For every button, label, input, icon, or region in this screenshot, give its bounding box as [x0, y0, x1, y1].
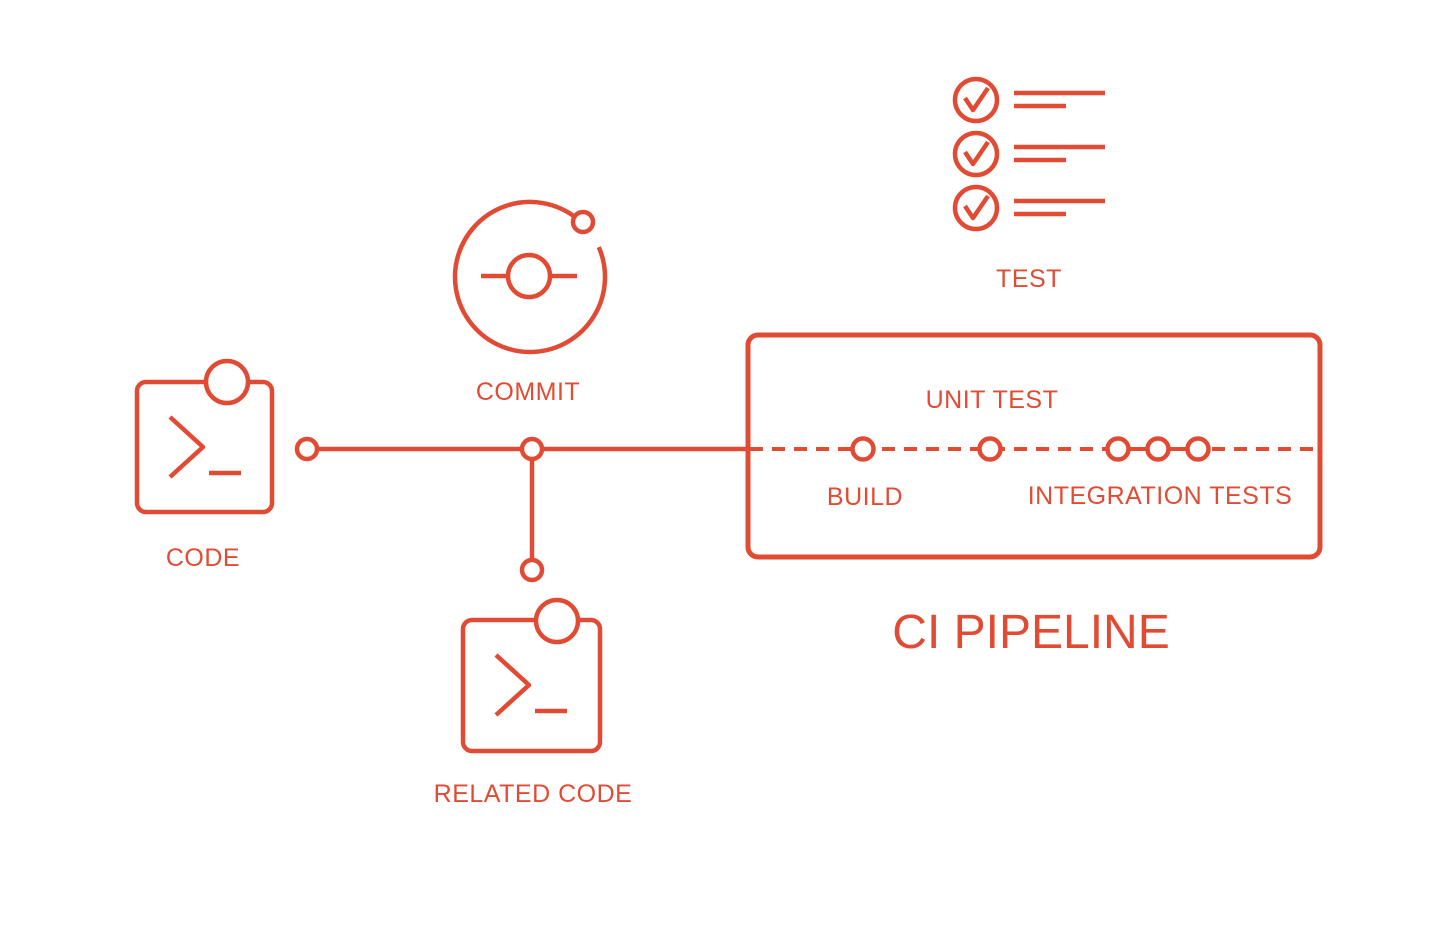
- diagram-title: CI PIPELINE: [892, 606, 1169, 659]
- integration-node: [1105, 436, 1131, 462]
- check-mark-icon: [963, 194, 990, 221]
- check-circle-icon: [952, 130, 1000, 178]
- terminal-frame: [460, 617, 603, 754]
- checklist-row: [952, 184, 1105, 232]
- checklist-icon: [952, 76, 1105, 232]
- checklist-row: [952, 130, 1105, 178]
- related-code-label: RELATED CODE: [434, 780, 633, 808]
- check-mark-icon: [963, 86, 990, 113]
- unit-test-node: [977, 436, 1003, 462]
- orbit-satellite-circle: [570, 209, 596, 235]
- code-label: CODE: [166, 544, 240, 572]
- unit-test-label: UNIT TEST: [926, 386, 1059, 414]
- prompt-chevron: [168, 415, 206, 479]
- integration-node: [1145, 436, 1171, 462]
- commit-center-circle: [505, 252, 553, 300]
- test-label: TEST: [996, 265, 1062, 293]
- terminal-pin-circle: [203, 358, 251, 406]
- git-commit-icon: [452, 199, 608, 355]
- build-label: BUILD: [827, 483, 903, 511]
- branch-junction-node: [519, 436, 545, 462]
- terminal-pin-circle: [533, 597, 581, 645]
- commit-orbit-arc: [452, 199, 608, 355]
- pipeline-border: [745, 332, 1323, 560]
- integration-node: [1185, 436, 1211, 462]
- commit-label: COMMIT: [476, 378, 580, 406]
- line-start-node: [294, 436, 320, 462]
- branch-end-node: [519, 557, 545, 583]
- connectors: [294, 436, 748, 583]
- checklist-row: [952, 76, 1105, 124]
- check-circle-icon: [952, 76, 1000, 124]
- check-circle-icon: [952, 184, 1000, 232]
- ci-pipeline-box: UNIT TEST BUILD INTEGRATION TESTS: [745, 332, 1323, 560]
- related-terminal-window-icon: [460, 597, 603, 754]
- terminal-window-icon: [134, 358, 275, 515]
- prompt-chevron: [494, 653, 532, 717]
- integration-tests-label: INTEGRATION TESTS: [1028, 482, 1293, 510]
- check-mark-icon: [963, 140, 990, 167]
- build-node: [850, 436, 876, 462]
